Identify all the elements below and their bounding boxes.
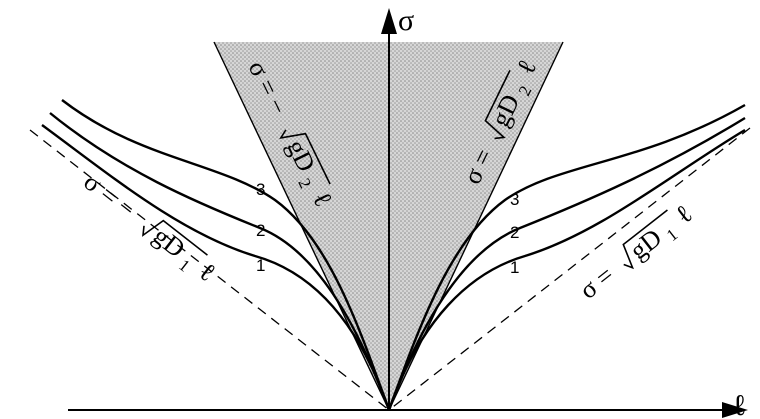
- curve-right-2: [387, 116, 746, 411]
- curve-label-right-2: 2: [510, 223, 519, 242]
- radical-sign-icon: [622, 209, 668, 270]
- outer-asymptote-left: [29, 129, 390, 411]
- radical-sign-icon: [279, 129, 331, 185]
- curve-label-right-1: 1: [510, 258, 519, 277]
- curve-right-3: [387, 103, 746, 411]
- svg-text:1: 1: [663, 225, 681, 245]
- outer-asymptote-right: [388, 127, 751, 411]
- curve-left-1: [41, 124, 391, 411]
- curve-left-2: [49, 112, 391, 411]
- curve-left-3: [61, 99, 391, 411]
- svg-text:ℓ: ℓ: [670, 199, 698, 230]
- curve-right-1: [387, 128, 746, 411]
- radical-sign-icon: [142, 219, 208, 256]
- curve-label-left-2: 2: [256, 221, 265, 240]
- curve-label-left-1: 1: [256, 256, 265, 275]
- svg-text:gD: gD: [624, 223, 667, 265]
- equation-outer-right: σ = gD 1 ℓ: [574, 199, 698, 305]
- equation-outer-left: σ = − gD 1 ℓ: [78, 167, 221, 287]
- svg-text:σ =: σ =: [574, 260, 620, 305]
- horizontal-axis-arrow-icon: [722, 402, 748, 418]
- curve-label-right-3: 3: [510, 190, 519, 209]
- curve-label-left-3: 3: [256, 180, 265, 199]
- vertical-axis-arrow-icon: [381, 8, 397, 34]
- horizontal-axis-label: ℓ: [732, 389, 746, 419]
- vertical-axis-label: σ: [398, 4, 414, 37]
- radical-sign-icon: [484, 69, 511, 140]
- inner-boundary-right: [388, 41, 564, 411]
- svg-text:1: 1: [175, 255, 193, 275]
